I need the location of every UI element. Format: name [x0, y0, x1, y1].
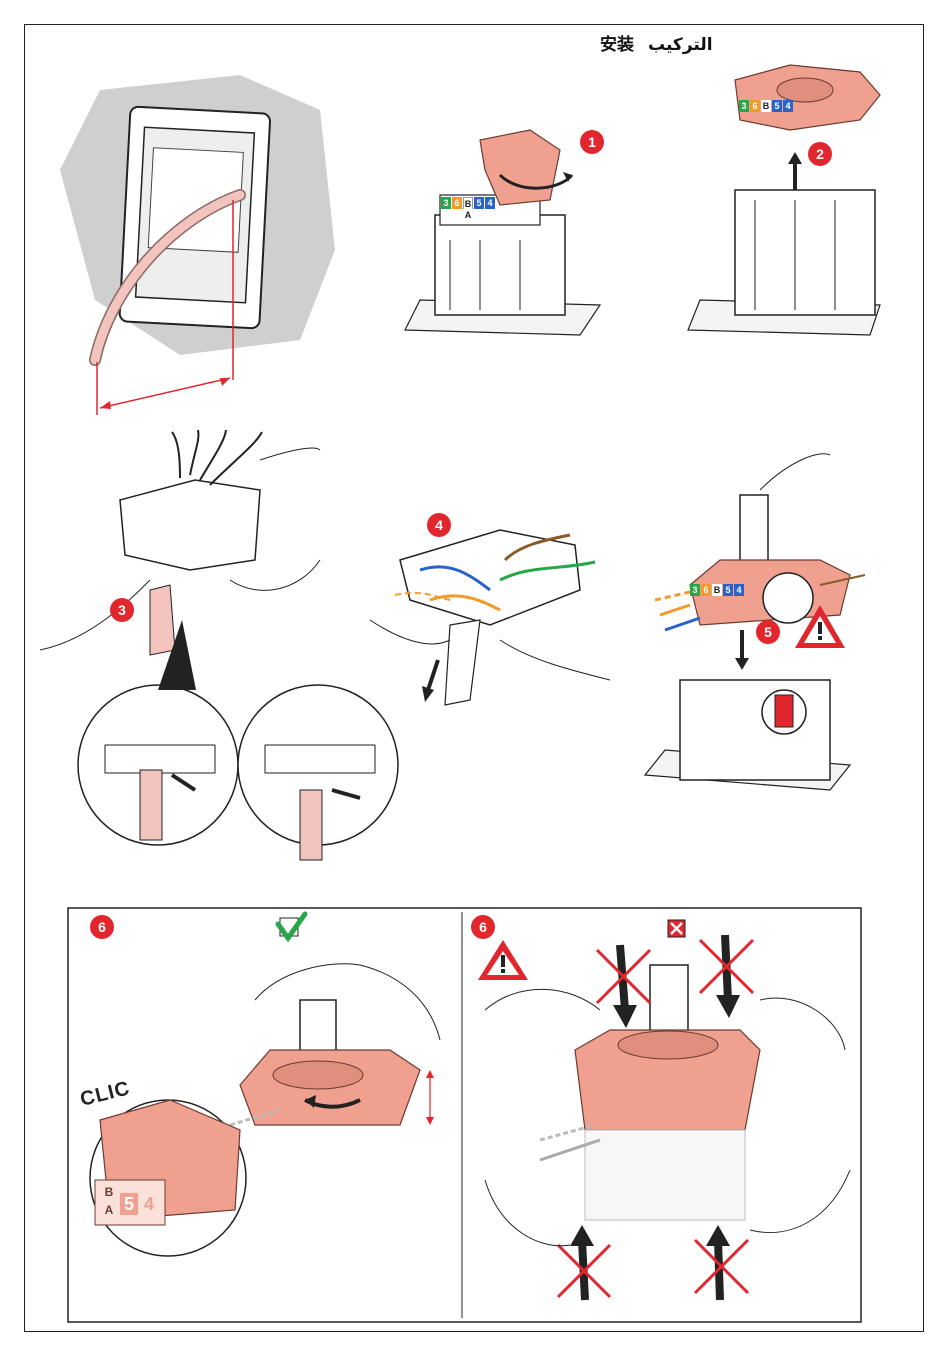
label5-pin-4: 4: [734, 584, 744, 596]
step-badge-5: 5: [756, 620, 780, 644]
label-pin-6: 6: [452, 197, 462, 209]
step-badge-1: 1: [580, 130, 604, 154]
zoom-label-4: 4: [140, 1193, 158, 1215]
label2-pin-3: 3: [739, 100, 749, 112]
step-badge-4: 4: [427, 513, 451, 537]
label2-pin-b: B: [761, 100, 771, 112]
label-pin-5: 5: [474, 197, 484, 209]
label2-pin-5: 5: [772, 100, 782, 112]
step3-illustration: [40, 430, 398, 860]
label2-pin-6: 6: [750, 100, 760, 112]
wrong-cross-icon: [668, 920, 685, 937]
label-pin-3: 3: [441, 197, 451, 209]
zoom-label-5: 5: [120, 1193, 138, 1215]
label5-pin-b: B: [712, 584, 722, 596]
label5-pin-5: 5: [723, 584, 733, 596]
zoom-label-a: A: [102, 1203, 116, 1217]
wall-box-illustration: [60, 75, 335, 415]
step1-illustration: [405, 130, 600, 335]
label-pin-a: A: [463, 209, 473, 221]
label5-pin-6: 6: [701, 584, 711, 596]
step-badge-2: 2: [808, 142, 832, 166]
label-pin-4: 4: [485, 197, 495, 209]
step-badge-3: 3: [110, 598, 134, 622]
step-badge-6-wrong: 6: [471, 915, 495, 939]
step-badge-6-correct: 6: [90, 915, 114, 939]
zoom-label-b: B: [102, 1185, 116, 1199]
step5-illustration: [645, 454, 865, 790]
step4-illustration: [370, 530, 610, 705]
label5-pin-3: 3: [690, 584, 700, 596]
label2-pin-4: 4: [783, 100, 793, 112]
